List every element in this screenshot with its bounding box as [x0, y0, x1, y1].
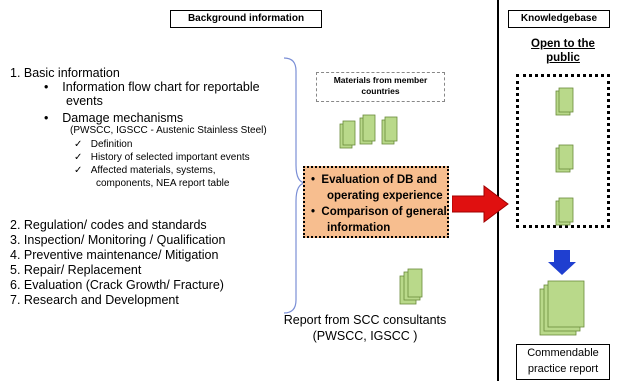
background-information-label: Background information	[170, 10, 322, 28]
blue-arrow-icon	[548, 250, 576, 275]
eval-bullet-1-cont: operating experience	[327, 190, 443, 202]
eval-bullet-1: • Evaluation of DB and	[311, 174, 438, 186]
bullet-flow-chart: • Information flow chart for reportable	[44, 80, 260, 94]
kb-document-icon-1	[555, 87, 574, 116]
open-to-public-label: Open to the public	[531, 38, 595, 64]
kb-document-icon-2	[555, 144, 574, 173]
list-item-3: 3. Inspection/ Monitoring / Qualificatio…	[10, 233, 226, 247]
knowledgebase-label: Knowledgebase	[508, 10, 610, 28]
bullet-damage: • Damage mechanisms	[44, 111, 184, 125]
practice-report-document-icon	[539, 280, 585, 336]
report-document-icon	[399, 268, 423, 305]
red-arrow-icon	[452, 185, 509, 223]
check-affected-cont: components, NEA report table	[96, 178, 230, 189]
evaluation-box: • Evaluation of DB and operating experie…	[303, 166, 449, 238]
eval-bullet-2-cont: information	[327, 222, 391, 234]
damage-sub: (PWSCC, IGSCC - Austenic Stainless Steel…	[70, 125, 267, 136]
eval-bullet-2: • Comparison of general	[311, 206, 447, 218]
list-item-7: 7. Research and Development	[10, 293, 179, 307]
list-item-5: 5. Repair/ Replacement	[10, 263, 142, 277]
kb-document-icon-3	[555, 197, 574, 226]
check-affected: ✓ Affected materials, systems,	[74, 165, 216, 176]
commendable-practice-report-box: Commendable practice report	[516, 344, 610, 380]
divider-line	[497, 0, 499, 381]
document-stack-icon	[339, 114, 398, 149]
list-item-4: 4. Preventive maintenance/ Mitigation	[10, 248, 219, 262]
check-history: ✓ History of selected important events	[74, 152, 250, 163]
report-label: Report from SCC consultants (PWSCC, IGSC…	[283, 313, 447, 343]
list-item-6: 6. Evaluation (Crack Growth/ Fracture)	[10, 278, 224, 292]
list-item-2: 2. Regulation/ codes and standards	[10, 218, 207, 232]
list-item-1: 1. Basic information	[10, 66, 120, 80]
bullet-flow-chart-cont: events	[66, 94, 103, 108]
knowledgebase-box	[516, 74, 610, 228]
materials-box: Materials from member countries	[316, 72, 445, 102]
check-definition: ✓ Definition	[74, 139, 133, 150]
